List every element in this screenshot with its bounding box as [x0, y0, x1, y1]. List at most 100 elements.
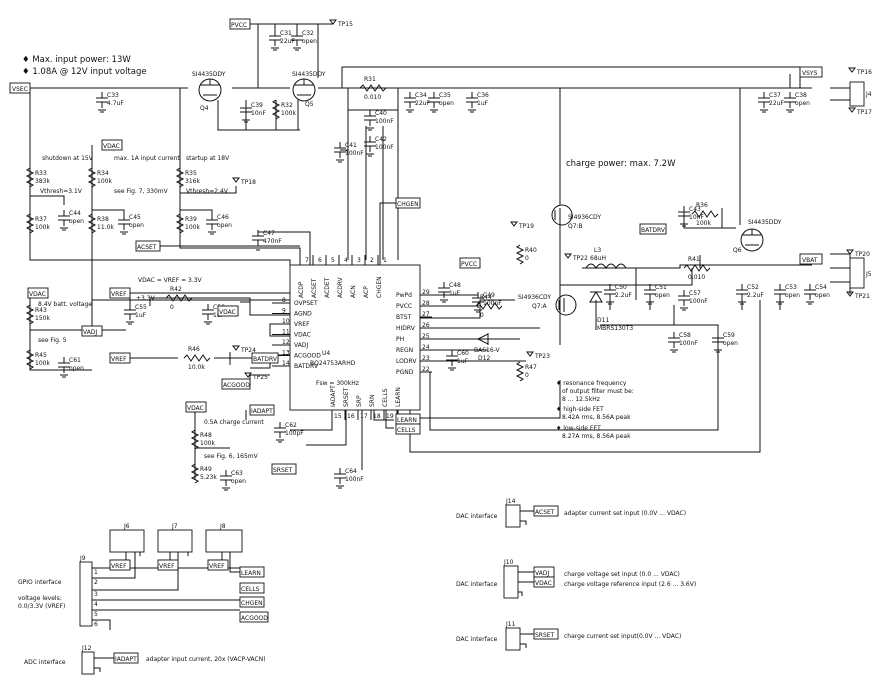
connector-j7[interactable]: J7 [157, 523, 193, 553]
diode-d12[interactable]: BAS16-V D12 [474, 333, 500, 362]
test-point-tp20[interactable]: TP20 [846, 249, 870, 258]
connector-j6[interactable]: J6 [109, 523, 145, 553]
connector-j11[interactable]: J11 [505, 621, 521, 651]
test-point-tp19[interactable]: TP19 [510, 221, 534, 230]
net-flag-vsys[interactable]: VSYS [799, 66, 823, 78]
j6-vref-flag[interactable]: VREF [109, 559, 131, 571]
j9-cells-flag[interactable]: CELLS [239, 582, 265, 594]
net-flag-vsec[interactable]: VSEC [9, 82, 31, 94]
net-flag-cells-ic[interactable]: CELLS [395, 423, 421, 435]
net-flag-vadj[interactable]: VADJ [81, 325, 103, 337]
j10-vdac-flag[interactable]: VDAC [533, 576, 555, 588]
test-point-tp25[interactable]: TP25 [244, 372, 268, 381]
net-flag-vref-1[interactable]: VREF [109, 287, 131, 299]
j14-acset-flag[interactable]: ACSET [533, 505, 559, 517]
net-flag-chgen[interactable]: CHGEN [395, 197, 421, 209]
j12-iadapt-flag[interactable]: IADAPT [113, 652, 139, 664]
j10-vadj-flag[interactable]: VADJ [533, 566, 555, 578]
net-flag-vdac-3[interactable]: VDAC [217, 305, 239, 317]
mosfet-q7b[interactable]: SI4936CDY Q7:B [551, 204, 601, 230]
j9-chgen-flag[interactable]: CHGEN [239, 596, 265, 608]
j7-vref-flag[interactable]: VREF [157, 559, 179, 571]
net-flag-acgood-ic[interactable]: ACGOOD [221, 378, 251, 390]
connector-j14[interactable]: J14 [505, 498, 521, 528]
test-point-tp18[interactable]: TP18 [232, 177, 256, 186]
test-point-tp22[interactable]: TP22 [564, 253, 588, 262]
mosfet-q5[interactable]: SI4435DDY Q5 [292, 71, 326, 108]
connector-j4[interactable]: J4 [849, 81, 872, 107]
inductor-l3[interactable]: L3 68uH [585, 247, 627, 269]
j9-acgood-flag[interactable]: ACGOOD [239, 611, 269, 623]
connector-j10[interactable]: J10 [503, 559, 519, 599]
j9-learn-flag[interactable]: LEARN [239, 566, 265, 578]
mosfet-q6[interactable]: SI4435DDY Q6 [733, 219, 782, 254]
net-flag-vref-2[interactable]: VREF [109, 352, 131, 364]
j11-srset-flag[interactable]: SRSET [533, 628, 559, 640]
net-flag-pvcc-top[interactable]: PVCC [229, 18, 251, 30]
test-point-tp16[interactable]: TP16 [848, 67, 872, 76]
net-flag-vbat[interactable]: VBAT [799, 253, 823, 265]
test-point-tp17[interactable]: TP17 [848, 107, 872, 116]
net-flag-learn-ic[interactable]: LEARN [395, 413, 421, 425]
net-flag-iadapt-ic[interactable]: IADAPT [249, 404, 275, 416]
diode-d11[interactable]: D11 MBRS130T3 [589, 291, 633, 332]
mosfet-q4[interactable]: SI4435DDY Q4 [192, 71, 226, 112]
connector-j9[interactable]: J9 12 34 56 [79, 555, 98, 628]
net-flag-batdrv-ic[interactable]: BATDRV [251, 352, 279, 364]
j8-vref-flag[interactable]: VREF [207, 559, 229, 571]
net-flag-acset[interactable]: ACSET [135, 240, 161, 252]
net-flag-batdrv-q6[interactable]: BATDRV [639, 223, 667, 235]
net-flag-pvcc-ic[interactable]: PVCC [459, 257, 481, 269]
test-point-tp24[interactable]: TP24 [232, 345, 256, 354]
connector-j12[interactable]: J12 [81, 645, 95, 675]
test-point-tp21[interactable]: TP21 [846, 291, 870, 300]
mosfet-q7a[interactable]: SI4936CDY Q7:A [518, 294, 577, 316]
net-flag-vdac-2[interactable]: VDAC [27, 287, 49, 299]
